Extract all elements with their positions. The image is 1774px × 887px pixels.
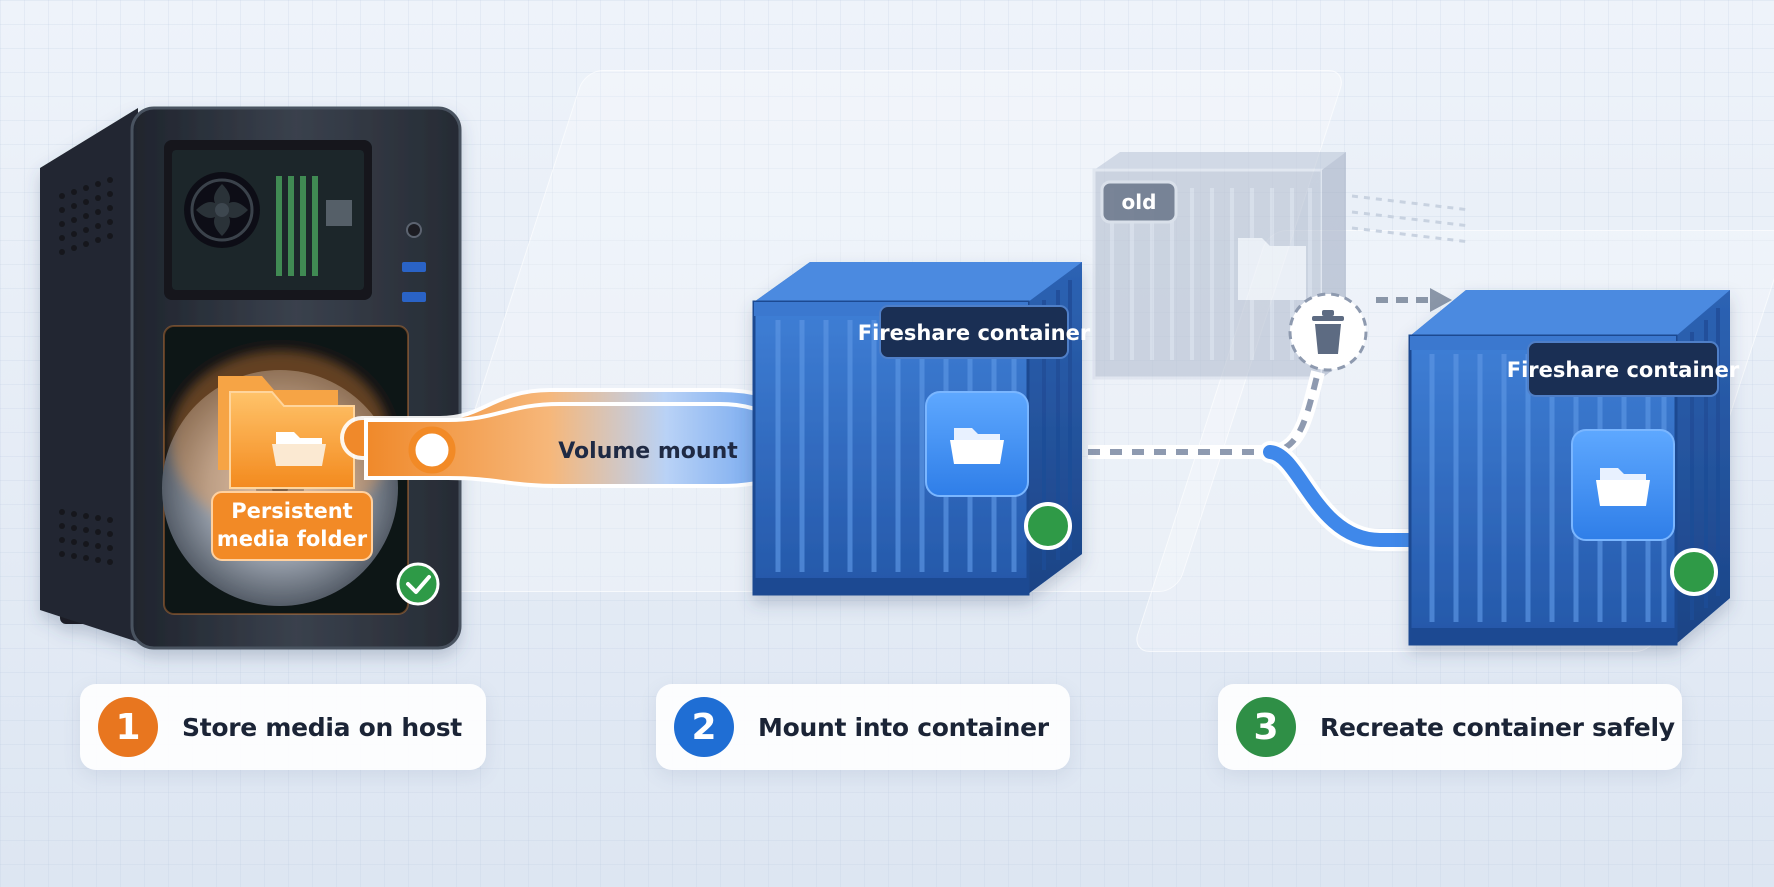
old-tag: old	[1122, 190, 1157, 214]
host-server: Persistent media folder	[40, 106, 462, 650]
trash-icon	[1312, 310, 1344, 354]
step-label-3: Recreate container safely	[1320, 712, 1675, 742]
replace-arrow-icon	[1376, 288, 1452, 312]
new-container-title: Fireshare container	[1507, 358, 1740, 382]
step-number-2: 2	[674, 697, 734, 757]
persistent-label-box	[211, 491, 373, 561]
new-link	[1263, 445, 1487, 547]
check-icon	[396, 562, 440, 606]
persistent-label-line1: Persistent	[231, 499, 352, 523]
old-link-base	[1088, 370, 1325, 459]
step-card-3: 3 Recreate container safely	[1218, 684, 1682, 770]
container-title: Fireshare container	[858, 321, 1091, 345]
motion-lines	[1351, 194, 1471, 244]
new-container-title-box	[1527, 341, 1719, 397]
server-vents	[59, 177, 113, 565]
old-tag-box	[1100, 180, 1178, 224]
container-folder-icon	[950, 428, 1004, 464]
step-card-1: 1 Store media on host	[80, 684, 486, 770]
persistent-label-line2: media folder	[217, 527, 368, 551]
step-number-1: 1	[98, 697, 158, 757]
mount-node-host	[408, 426, 456, 474]
power-button-icon	[406, 222, 422, 238]
old-folder-icon	[1238, 238, 1306, 300]
step-label-2: Mount into container	[758, 712, 1049, 742]
status-ok-icon	[1024, 502, 1072, 550]
step-label-1: Store media on host	[182, 712, 462, 742]
volume-mount-label: Volume mount	[558, 439, 738, 464]
server-side-panel	[40, 108, 138, 642]
persistent-folder-icon	[218, 376, 355, 489]
new-container-folder-icon	[1596, 468, 1650, 506]
usb-port-icon	[402, 262, 426, 272]
step-card-2: 2 Mount into container	[656, 684, 1070, 770]
old-link-dashed	[1088, 371, 1321, 455]
new-status-ok-icon	[1670, 548, 1718, 596]
step-number-3: 3	[1236, 697, 1296, 757]
usb-port-icon	[402, 292, 426, 302]
container-title-box	[879, 305, 1069, 359]
